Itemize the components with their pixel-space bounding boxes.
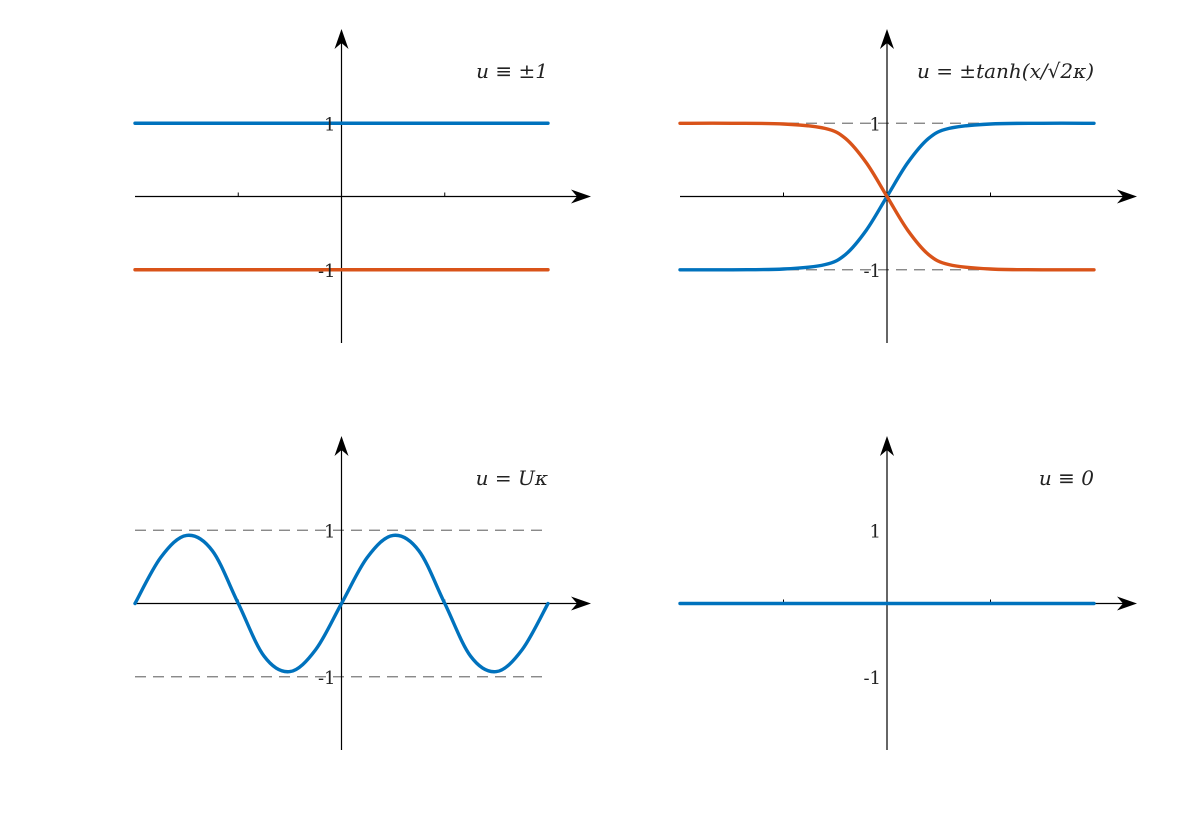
panel-title: u ≡ 0 [1039,466,1094,490]
panel-title: u = Uκ [476,466,548,490]
series-line-2 [678,121,1096,272]
y-tick-label-lower: -1 [318,668,336,689]
y-tick-label-lower: -1 [863,261,881,282]
x-tick-marks [237,192,446,197]
y-tick-label-upper: 1 [870,114,881,135]
y-tick-label-upper: 1 [870,521,881,542]
panel-constant-zero: 1 -1 u ≡ 0 [678,436,1137,750]
y-tick-label-lower: -1 [318,261,336,282]
panel-title: u ≡ ±1 [476,59,548,83]
panel-tanh-kink: 1 -1 u = ±tanh(x/√2κ) [678,29,1137,343]
series-line-1 [133,533,550,674]
series-group [133,533,550,674]
y-tick-label-upper: 1 [324,114,335,135]
panel-constant-plus-minus-one: 1 -1 u ≡ ±1 [133,29,591,343]
x-tick-marks [783,192,991,197]
series-group [133,121,550,272]
series-group [678,121,1096,272]
y-tick-label-upper: 1 [324,521,335,542]
y-tick-label-lower: -1 [863,668,881,689]
panel-title: u = ±tanh(x/√2κ) [917,59,1094,83]
panel-periodic-u-kappa: 1 -1 u = Uκ [133,436,591,750]
